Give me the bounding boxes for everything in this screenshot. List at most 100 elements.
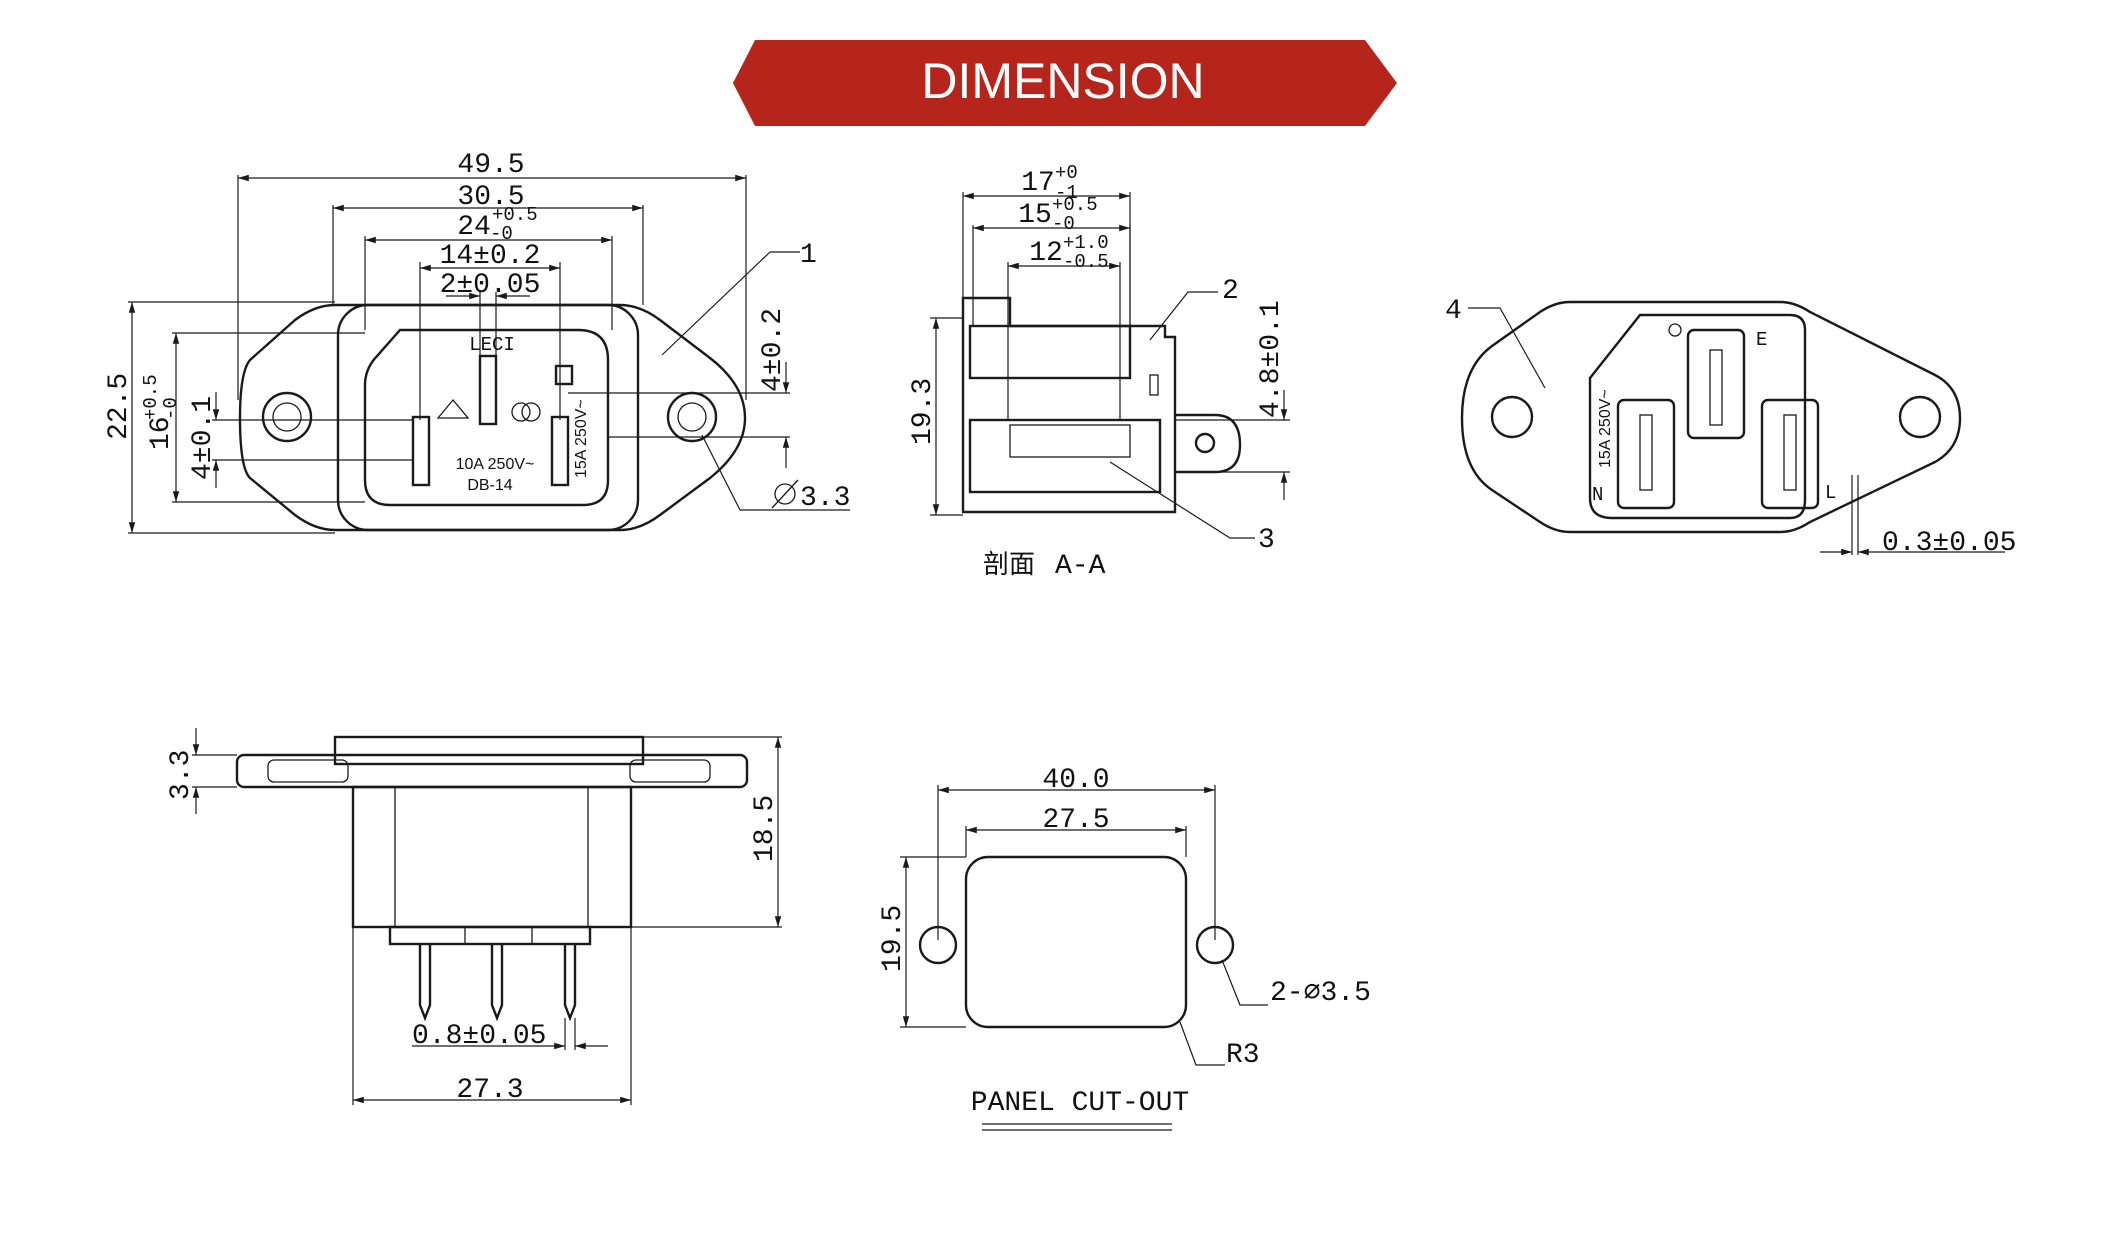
panel-cutout: 40.0 27.5 19.5 2-∅3.5 R3 PANEL CUT-OUT [878, 765, 1371, 1131]
front-dim-pin-pitch: 14±0.2 [419, 241, 561, 420]
section-depth-mid-tol-low: -0 [1052, 213, 1075, 235]
front-dim-overall-width: 49.5 [237, 150, 747, 400]
side-top-rim [333, 735, 645, 766]
front-ccc-mark-icon-2 [521, 402, 541, 422]
section-dim-depth-mid: 15 +0.5 -0 [972, 194, 1131, 326]
section-dim-tab-offset: 4.8±0.1 [1175, 300, 1290, 500]
cutout-cut-height-text: 19.5 [878, 905, 909, 972]
front-hole-right-inner [677, 402, 707, 432]
section-depth-total-tol-low: -1 [1055, 182, 1078, 204]
section-cavity-lower [968, 418, 1162, 494]
front-hole-right [666, 391, 718, 443]
side-pin-middle [490, 944, 504, 1022]
section-terminal-hole [1194, 432, 1216, 454]
back-housing-outline [1588, 313, 1807, 520]
diameter-symbol-icon [774, 483, 796, 505]
side-pin-thickness-text: 0.8±0.05 [412, 1021, 546, 1052]
front-mount-width-text: 30.5 [457, 182, 524, 213]
back-dim-gap: 0.3±0.05 [1820, 475, 2016, 559]
back-flange-outline [1460, 300, 1962, 534]
side-flange-right-tab [629, 759, 711, 783]
section-caption-tag: A-A [1055, 551, 1106, 582]
side-flange-thickness-text: 3.3 [166, 750, 197, 800]
cutout-holes-leader: 2-∅3.5 [1221, 959, 1371, 1009]
front-model-label: DB-14 [467, 477, 512, 494]
side-width-text: 27.3 [456, 1075, 523, 1106]
section-depth-inner-tol-low: -0.5 [1063, 251, 1109, 273]
front-side-rating-label: 15A 250V~ [573, 399, 590, 478]
front-hole-left [261, 391, 313, 443]
side-view: 3.3 18.5 0.8±0.05 27.3 [166, 728, 782, 1106]
back-terminal-earth [1686, 328, 1746, 440]
section-cavity-upper [968, 324, 1132, 380]
front-callout-1-text: 1 [800, 240, 817, 271]
front-hole-diameter-text: 3.3 [800, 483, 850, 514]
back-earth-symbol-icon [1668, 323, 1682, 337]
section-callout-3: 3 [1109, 461, 1275, 556]
back-view: E N L 15A 250V~ 4 0.3±0.05 [1445, 296, 2016, 559]
section-insert-slot [1149, 374, 1159, 396]
front-dim-pin-offset: 4±0.1 [188, 392, 413, 488]
back-terminal-neutral-slot [1639, 414, 1653, 491]
section-dim-depth-total: 17 +0 -1 [962, 162, 1131, 326]
front-pin-earth [478, 354, 498, 426]
section-body [961, 296, 1177, 514]
front-pin-neutral [411, 415, 431, 487]
cutout-dim-hole-pitch: 40.0 [937, 765, 1216, 940]
section-dim-depth-inner: 12 +1.0 -0.5 [1007, 232, 1121, 420]
back-hole-left [1490, 395, 1534, 439]
cutout-radius-text: R3 [1226, 1040, 1260, 1071]
back-hole-right [1898, 395, 1942, 439]
front-housing-width-tol-low: -0 [490, 223, 513, 245]
back-terminal-neutral [1616, 398, 1676, 510]
side-terminal-base [388, 925, 592, 946]
section-terminal-tab [1175, 413, 1242, 474]
side-dim-height: 18.5 [631, 736, 782, 928]
section-callout-2: 2 [1149, 276, 1239, 341]
back-live-label: L [1825, 482, 1836, 504]
front-housing-height-text: 16 [146, 416, 177, 450]
front-overall-height-text: 22.5 [104, 373, 135, 440]
cutout-dim-cut-height: 19.5 [878, 856, 966, 1028]
front-dim-overall-height: 22.5 [104, 301, 335, 534]
front-housing-width-tol-up: +0.5 [492, 204, 538, 226]
front-view: LECI 10A 250V~ DB-14 15A 250V~ 49.5 30.5… [104, 150, 850, 534]
section-caption-cn: 剖面 [983, 550, 1035, 580]
front-housing-inner [363, 328, 610, 507]
front-ccc-mark-icon [511, 402, 531, 422]
cutout-dim-cut-width: 27.5 [965, 805, 1187, 857]
side-flange-left-tab [267, 759, 349, 783]
title-banner: DIMENSION [733, 40, 1397, 126]
side-dim-flange-thickness: 3.3 [166, 728, 237, 814]
section-depth-inner-tol-up: +1.0 [1063, 232, 1109, 254]
back-terminal-live-slot [1783, 414, 1797, 491]
back-rating-label: 15A 250V~ [1597, 389, 1614, 468]
front-kc-mark-icon [554, 364, 574, 386]
section-depth-total-text: 17 [1021, 168, 1055, 199]
section-depth-inner-text: 12 [1029, 238, 1063, 269]
section-tab-offset-text: 4.8±0.1 [1256, 300, 1287, 418]
front-housing-width-text: 24 [457, 212, 491, 243]
side-height-text: 18.5 [750, 795, 781, 862]
section-depth-mid-text: 15 [1018, 200, 1052, 231]
section-contact [1009, 424, 1131, 458]
front-dim-housing-width: 24 +0.5 -0 [364, 204, 613, 330]
back-callout-4: 4 [1445, 296, 1546, 389]
side-dim-pin-thickness: 0.8±0.05 [412, 1018, 608, 1052]
front-flange-outline [238, 303, 747, 532]
front-pin-width-text: 2±0.05 [440, 270, 541, 301]
section-height-text: 19.3 [908, 378, 939, 445]
cutout-radius-leader: R3 [1179, 1021, 1260, 1071]
front-dim-mount-width: 30.5 [332, 182, 644, 305]
side-dim-width: 27.3 [352, 927, 632, 1106]
section-view: 17 +0 -1 15 +0.5 -0 12 +1.0 -0.5 19.3 [908, 162, 1290, 582]
front-dim-pin-width: 2±0.05 [440, 270, 541, 356]
front-pse-mark-icon [436, 398, 470, 419]
cutout-hole-pitch-text: 40.0 [1042, 765, 1109, 796]
section-depth-mid-tol-up: +0.5 [1052, 194, 1098, 216]
front-housing-outer [336, 303, 640, 532]
banner-title: DIMENSION [921, 53, 1204, 109]
front-housing-height-tol-low: -0 [160, 397, 182, 420]
back-terminal-earth-slot [1709, 349, 1723, 426]
